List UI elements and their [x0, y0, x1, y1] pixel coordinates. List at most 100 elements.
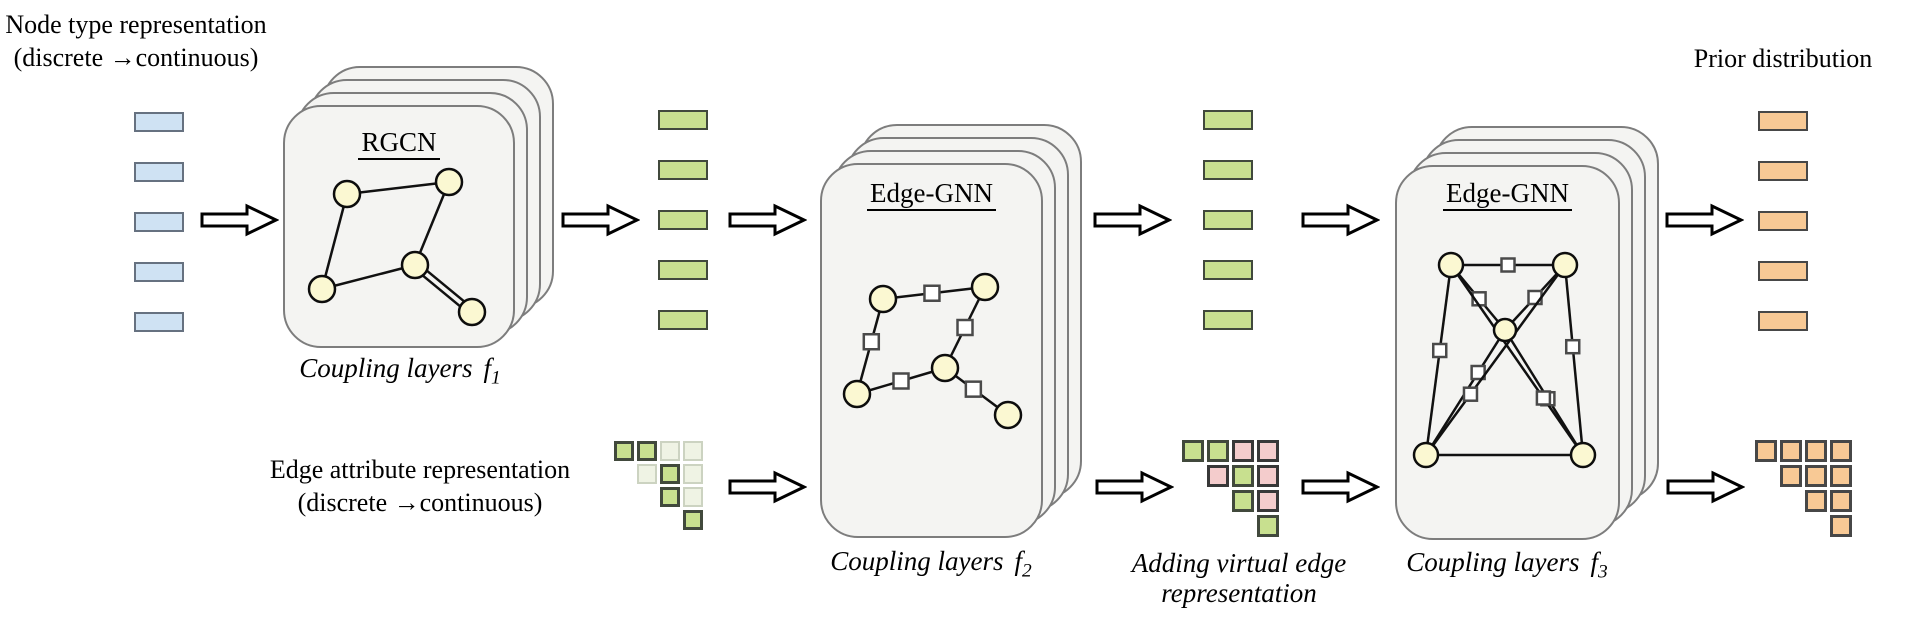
- graph-node: [1437, 251, 1465, 279]
- adding-virtual-edge-caption: Adding virtual edge representation: [1131, 548, 1347, 608]
- flow-arrow: [728, 470, 807, 504]
- grid-cell-edge-input: [683, 441, 703, 461]
- graph-node: [1569, 441, 1597, 469]
- block-title-text: Edge-GNN: [1443, 178, 1572, 211]
- graph-edge: [1563, 264, 1585, 456]
- edge-feature-square: [964, 380, 983, 398]
- grid-cell-edge-input: [660, 441, 680, 461]
- edge-gnn-1-card: Edge-GNN: [820, 163, 1043, 538]
- graph-node: [842, 379, 872, 409]
- grid-cell-edge-virtual: [1232, 440, 1254, 462]
- feature-rect-latent-1: [658, 110, 708, 130]
- feature-rect-node-input: [134, 312, 184, 332]
- feature-rect-latent-1: [658, 160, 708, 180]
- edge-feature-square: [1564, 338, 1581, 355]
- grid-cell-edge-input: [683, 487, 703, 507]
- grid-cell-edge-output: [1805, 465, 1827, 487]
- edge-gnn-2-graph: [1412, 251, 1597, 469]
- edge-feature-square: [1535, 390, 1552, 406]
- node-repr-line1: Node type representation: [5, 10, 267, 39]
- graph-node: [868, 284, 898, 314]
- rgcn-block: RGCN: [283, 66, 554, 348]
- flow-arrow: [728, 203, 807, 237]
- rgcn-title: RGCN: [285, 127, 513, 160]
- graph-node: [457, 297, 487, 327]
- edge-feature-square: [1500, 257, 1516, 273]
- arrow-edge-to-gnn1: [728, 470, 807, 504]
- flow-arrow: [1301, 203, 1380, 237]
- grid-cell-edge-virtual: [1257, 490, 1279, 512]
- graph-node: [930, 353, 960, 383]
- grid-cell-edge-virtual: [1232, 490, 1254, 512]
- grid-cell-edge-input: [637, 441, 657, 461]
- arrow-gnn1-to-virtual: [1095, 470, 1174, 504]
- grid-cell-edge-input: [614, 441, 634, 461]
- grid-cell-edge-output: [1780, 440, 1802, 462]
- edge-feature-square: [892, 372, 910, 390]
- graph-node: [434, 167, 464, 197]
- edge-feature-square: [1527, 289, 1543, 306]
- grid-cell-edge-output: [1780, 465, 1802, 487]
- graph-edge: [413, 181, 451, 266]
- flow-arrow: [1665, 203, 1744, 237]
- edge-repr-line1: Edge attribute representation: [269, 455, 571, 484]
- graph-node: [993, 400, 1023, 430]
- feature-rect-latent-1: [658, 310, 708, 330]
- arrow-gnn1-to-latent2: [1093, 203, 1172, 237]
- feature-rect-node-input: [134, 112, 184, 132]
- feature-rect-node-input: [134, 262, 184, 282]
- edge-feature-square: [956, 318, 974, 337]
- graph-edge: [320, 193, 349, 290]
- edge-gnn-1-title: Edge-GNN: [822, 178, 1041, 211]
- grid-cell-edge-virtual: [1207, 440, 1229, 462]
- graph-node: [332, 179, 362, 209]
- edge-feature-square: [1462, 386, 1479, 402]
- graph-node: [400, 250, 430, 280]
- arrow-latent2-to-gnn2: [1301, 203, 1380, 237]
- grid-cell-edge-output: [1805, 440, 1827, 462]
- feature-rect-latent-2: [1203, 160, 1253, 180]
- edge-feature-square: [1470, 364, 1486, 381]
- feature-rect-prior-output: [1758, 161, 1808, 181]
- arrow-gnn2-to-prior: [1665, 203, 1744, 237]
- grid-cell-edge-virtual: [1257, 440, 1279, 462]
- block-title-text: Edge-GNN: [867, 178, 996, 211]
- flow-arrow: [1095, 470, 1174, 504]
- feature-rect-prior-output: [1758, 211, 1808, 231]
- grid-cell-edge-input: [637, 464, 657, 484]
- grid-cell-edge-input: [660, 487, 680, 507]
- graph-node: [307, 274, 337, 304]
- graph-edge: [1424, 264, 1453, 456]
- graph-node: [1492, 317, 1518, 343]
- rgcn-graph: [307, 167, 487, 327]
- feature-rect-latent-1: [658, 210, 708, 230]
- edge-gnn-2-block: Edge-GNN: [1395, 126, 1659, 540]
- flow-arrow: [561, 203, 640, 237]
- feature-rect-node-input: [134, 212, 184, 232]
- edge-gnn-2-title: Edge-GNN: [1397, 178, 1618, 211]
- grid-cell-edge-input: [660, 464, 680, 484]
- graph-edge: [1449, 264, 1585, 456]
- node-repr-line2: (discrete →continuous): [13, 43, 259, 72]
- arrow-rgcn-to-latent1: [561, 203, 640, 237]
- arrow-latent1-to-gnn1: [728, 203, 807, 237]
- feature-rect-prior-output: [1758, 311, 1808, 331]
- feature-rect-latent-2: [1203, 110, 1253, 130]
- arrow-virtual-to-gnn2: [1301, 470, 1380, 504]
- edge-gnn-1-graph: [842, 272, 1023, 430]
- grid-cell-edge-output: [1830, 490, 1852, 512]
- grid-cell-edge-virtual: [1257, 465, 1279, 487]
- grid-cell-edge-virtual: [1182, 440, 1204, 462]
- grid-cell-edge-output: [1830, 515, 1852, 537]
- edge-feature-square: [1432, 342, 1448, 359]
- arrow-node-to-rgcn: [200, 203, 279, 237]
- feature-rect-prior-output: [1758, 111, 1808, 131]
- flow-arrow: [1301, 470, 1380, 504]
- grid-cell-edge-virtual: [1207, 465, 1229, 487]
- prior-distribution-label: Prior distribution: [1693, 44, 1873, 73]
- feature-rect-latent-2: [1203, 210, 1253, 230]
- edge-repr-label: Edge attribute representation (discrete …: [250, 453, 590, 519]
- flow-arrow: [200, 203, 279, 237]
